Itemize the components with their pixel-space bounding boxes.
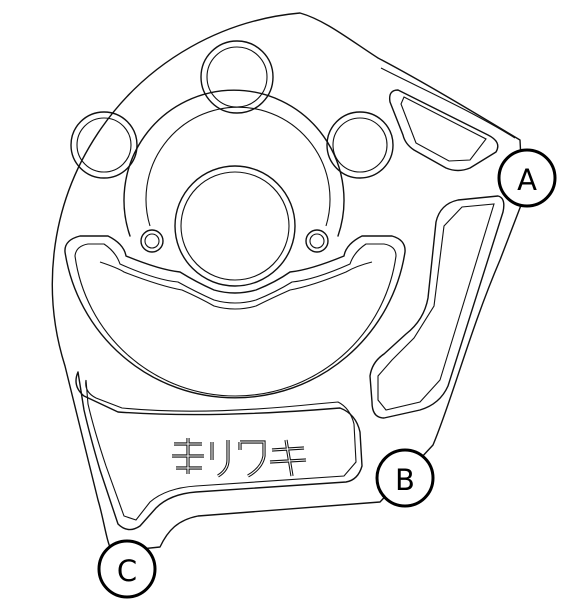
callout-a-label: A <box>517 163 537 197</box>
callout-a-circle <box>497 148 557 208</box>
hub-outline <box>123 89 345 237</box>
bolt-hole-right <box>326 111 394 179</box>
callout-c: C <box>97 539 157 599</box>
crescent-slot <box>64 235 406 399</box>
cutout-top-right <box>388 89 499 172</box>
upper-lobe-edge <box>380 67 516 139</box>
pin-hole-left <box>140 229 164 253</box>
brand-logo <box>172 438 307 478</box>
callout-c-circle <box>97 539 157 599</box>
bolt-hole-top-inner <box>206 46 268 108</box>
bolt-hole-left <box>70 111 138 179</box>
cutout-right-inner <box>377 203 495 411</box>
callout-b-circle <box>375 448 435 508</box>
outer-profile <box>51 12 524 553</box>
cutout-bottom-inner <box>85 379 357 521</box>
center-bore-inner <box>180 171 290 281</box>
bolt-hole-top <box>200 40 274 114</box>
cutout-bottom <box>75 371 363 531</box>
crescent-slot-relief <box>99 261 373 310</box>
callout-a: A <box>497 148 557 208</box>
bolt-hole-right-inner <box>332 117 388 173</box>
pin-hole-right-inner <box>309 233 325 249</box>
hub-inner-ring <box>145 106 331 227</box>
callout-c-label: C <box>117 554 137 588</box>
pin-hole-left-inner <box>144 233 160 249</box>
crescent-slot-inner <box>74 243 397 397</box>
callout-b-label: B <box>395 463 415 497</box>
bolt-hole-left-inner <box>76 117 132 173</box>
callout-b: B <box>375 448 435 508</box>
center-bore <box>174 165 296 287</box>
pin-hole-right <box>305 229 329 253</box>
cutout-right <box>369 195 505 419</box>
cutout-top-right-inner <box>400 96 487 162</box>
